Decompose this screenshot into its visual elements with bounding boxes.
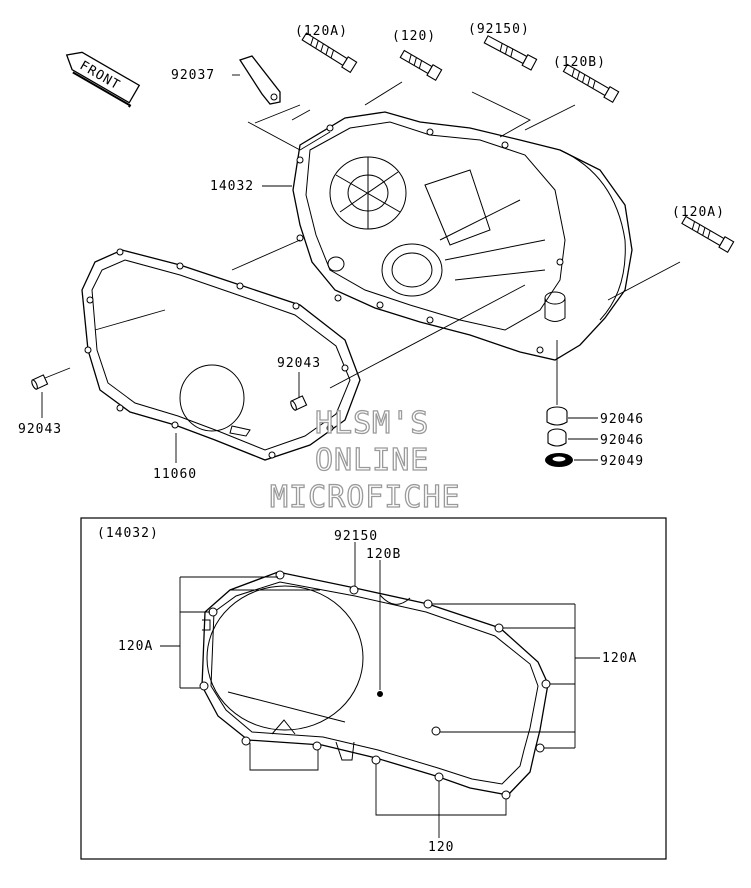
- bolt-120A-right: [681, 215, 735, 253]
- watermark-line2: ONLINE: [315, 443, 429, 478]
- label-92046-b: 92046: [600, 433, 644, 448]
- watermark-line3: MICROFICHE: [270, 480, 461, 515]
- label-92043-left: 92043: [18, 422, 62, 437]
- dowel-pin-92043-center: [290, 395, 308, 411]
- label-92046-a: 92046: [600, 412, 644, 427]
- bolt-120-top: [399, 49, 443, 81]
- bolt-120B-right: [562, 63, 620, 103]
- label-92049: 92049: [600, 454, 644, 469]
- inset-label-120-bottom: 120: [428, 840, 454, 855]
- watermark-line1: HLSM'S: [315, 406, 429, 441]
- front-direction-arrow-icon: FRONT: [65, 51, 141, 108]
- bearing-92049: [545, 453, 573, 467]
- inset-label-120A-left: 120A: [118, 639, 153, 654]
- bolt-120A-top: [301, 32, 358, 74]
- label-92150-top: (92150): [468, 22, 530, 37]
- label-120A-top: (120A): [295, 24, 348, 39]
- label-120A-right: (120A): [672, 205, 725, 220]
- watermark: HLSM'S ONLINE MICROFICHE: [269, 405, 461, 515]
- leader-lines-upper: [41, 74, 681, 463]
- crankcase-cover-14032: [292, 111, 633, 361]
- inset-label-120A-right: 120A: [602, 651, 637, 666]
- inset-label-120B: 120B: [366, 547, 401, 562]
- bolt-92150-top: [483, 35, 538, 71]
- label-11060: 11060: [153, 467, 197, 482]
- label-120B-right: (120B): [553, 55, 606, 70]
- label-92037: 92037: [171, 68, 215, 83]
- bracket-92037: [238, 55, 281, 105]
- collar-92046-a: [546, 406, 568, 426]
- inset-label-92150: 92150: [334, 529, 378, 544]
- gasket-11060: [81, 248, 361, 461]
- label-120-top: (120): [392, 29, 436, 44]
- inset-title: (14032): [97, 526, 159, 541]
- label-14032: 14032: [210, 179, 254, 194]
- collar-92046-b: [547, 428, 567, 447]
- dowel-pin-92043-left: [31, 374, 49, 390]
- inset-box: (14032) 92150 120B 120A 120A 120: [80, 517, 667, 860]
- label-92043-center: 92043: [277, 356, 321, 371]
